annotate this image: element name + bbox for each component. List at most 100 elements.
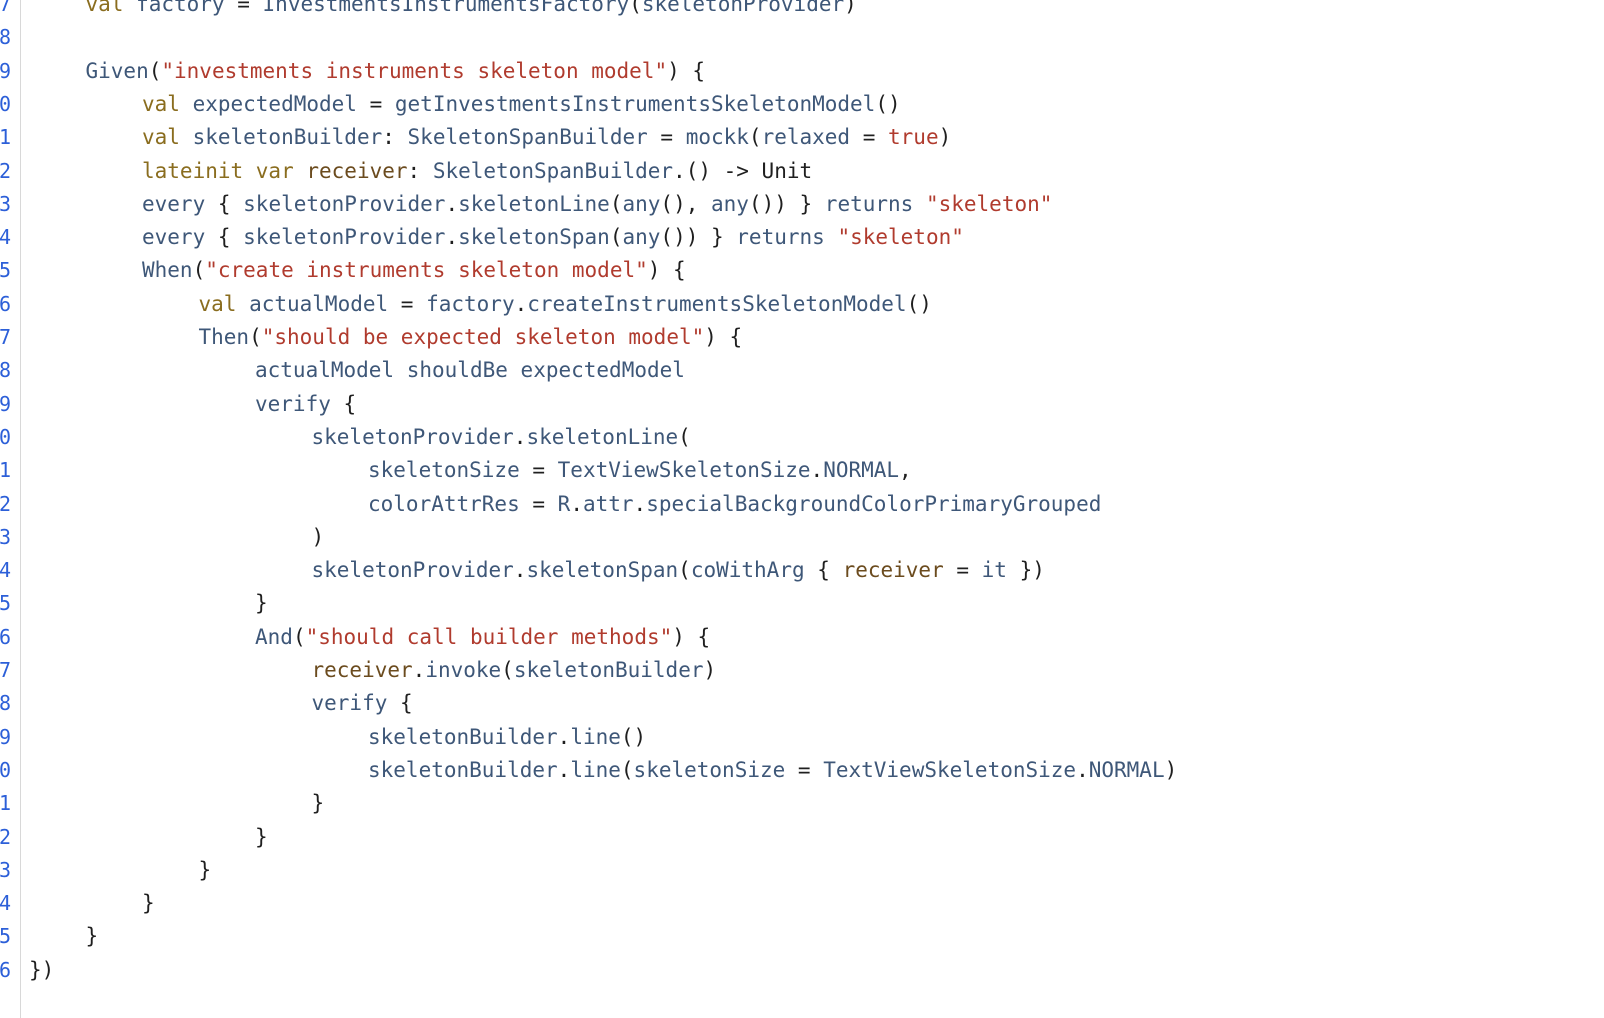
code-token: And	[255, 624, 293, 649]
code-token: every	[142, 225, 206, 250]
code-token: receiver	[306, 158, 408, 183]
code-token: createInstrumentsSkeletonModel	[527, 291, 907, 316]
code-token: }	[255, 591, 268, 616]
code-token: skeletonLine	[526, 424, 679, 449]
code-token: "skeleton"	[837, 225, 964, 250]
code-token: relaxed	[761, 125, 851, 150]
code-token: =	[647, 125, 686, 150]
code-token: ) {	[672, 624, 711, 649]
code-line[interactable]: val factory = InvestmentsInstrumentsFact…	[86, 0, 857, 21]
code-token: When	[142, 258, 193, 283]
code-token: line	[570, 757, 621, 782]
code-line[interactable]: }	[255, 821, 268, 854]
code-token: ()	[620, 724, 647, 749]
code-token: (),	[660, 191, 711, 216]
code-line[interactable]: }	[86, 920, 99, 953]
code-token: }	[142, 891, 155, 916]
code-token: (	[609, 191, 623, 216]
code-token: shouldBe	[406, 358, 508, 383]
code-line[interactable]: skeletonSize = TextViewSkeletonSize.NORM…	[368, 454, 912, 487]
code-token: actualModel	[249, 291, 389, 316]
line-number: 8	[0, 358, 11, 383]
code-token: lateinit var	[142, 158, 307, 183]
code-token: :	[407, 158, 433, 183]
code-token: })	[29, 957, 55, 982]
code-token	[825, 225, 838, 249]
code-line[interactable]: lateinit var receiver: SkeletonSpanBuild…	[142, 155, 812, 188]
code-line[interactable]: colorAttrRes = R.attr.specialBackgroundC…	[368, 488, 1101, 521]
code-line[interactable]: verify {	[255, 388, 356, 421]
code-token	[508, 358, 521, 382]
code-token: coWithArg	[690, 558, 805, 583]
code-line[interactable]: skeletonBuilder.line(skeletonSize = Text…	[368, 754, 1177, 787]
line-number: 3	[0, 524, 11, 549]
code-line[interactable]: val expectedModel = getInvestmentsInstru…	[142, 88, 901, 121]
code-line[interactable]: skeletonProvider.skeletonLine(	[312, 421, 691, 454]
code-token: skeletonProvider	[311, 558, 514, 583]
code-token: .	[445, 225, 459, 250]
code-line[interactable]: )	[312, 521, 325, 554]
code-token: val	[142, 125, 193, 150]
code-token: ) {	[647, 258, 686, 283]
code-token: {	[804, 558, 843, 583]
code-token: NORMAL	[823, 458, 900, 483]
code-token: every	[142, 191, 206, 216]
code-line[interactable]: When("create instruments skeleton model"…	[142, 254, 686, 287]
code-line[interactable]: val skeletonBuilder: SkeletonSpanBuilder…	[142, 121, 951, 154]
code-token: factory	[426, 291, 515, 316]
code-token: SkeletonSpanBuilder	[407, 125, 648, 150]
code-token: SkeletonSpanBuilder	[432, 158, 674, 183]
code-line[interactable]: verify {	[312, 687, 413, 720]
code-token: (	[192, 258, 206, 283]
line-number: 0	[0, 91, 11, 116]
code-line[interactable]: })	[29, 954, 54, 987]
code-line[interactable]: }	[312, 787, 325, 820]
code-token: getInvestmentsInstrumentsSkeletonModel	[394, 91, 876, 116]
code-token: (	[249, 325, 262, 349]
code-line[interactable]: Given("investments instruments skeleton …	[86, 55, 706, 88]
code-token: ()) }	[660, 225, 737, 250]
code-line[interactable]: skeletonBuilder.line()	[368, 721, 646, 754]
code-token: InvestmentsInstrumentsFactory	[262, 0, 630, 16]
code-token: attr	[582, 491, 634, 516]
code-token: =	[785, 757, 824, 782]
code-line[interactable]: }	[255, 587, 268, 620]
code-token: val	[142, 91, 193, 116]
code-line[interactable]: }	[142, 887, 155, 920]
line-number: 7	[0, 658, 11, 682]
code-line[interactable]: }	[199, 854, 212, 887]
code-token: "should call builder methods"	[305, 624, 673, 649]
code-line[interactable]: actualModel shouldBe expectedModel	[255, 354, 685, 387]
code-token: skeletonProvider	[641, 0, 845, 16]
code-line[interactable]: And("should call builder methods") {	[255, 621, 710, 654]
code-line[interactable]: every { skeletonProvider.skeletonLine(an…	[142, 188, 1052, 221]
code-area[interactable]: val factory = InvestmentsInstrumentsFact…	[29, 0, 1604, 1018]
code-token: skeletonSize	[368, 458, 520, 483]
code-token: skeletonProvider	[243, 225, 446, 250]
code-token: val	[198, 291, 250, 316]
code-token: "should be expected skeleton model"	[261, 325, 705, 349]
code-token: line	[570, 724, 621, 749]
code-token: receiver	[311, 658, 413, 682]
code-token: =	[388, 291, 427, 316]
code-line[interactable]: val actualModel = factory.createInstrume…	[199, 288, 932, 321]
code-token: =	[224, 0, 263, 16]
code-token: skeletonSpan	[526, 558, 679, 583]
code-token: .	[570, 491, 583, 516]
code-line[interactable]: receiver.invoke(skeletonBuilder)	[312, 654, 717, 687]
code-token: }	[198, 857, 212, 882]
code-token: .	[412, 658, 426, 682]
code-token: =	[850, 125, 889, 150]
code-line[interactable]: Then("should be expected skeleton model"…	[199, 321, 743, 354]
code-token: :	[382, 125, 408, 150]
code-token: .	[445, 191, 459, 216]
code-line[interactable]: skeletonProvider.skeletonSpan(coWithArg …	[312, 554, 1045, 587]
code-token: =	[943, 558, 982, 583]
code-token: (	[678, 558, 691, 583]
code-token: TextViewSkeletonSize	[823, 757, 1077, 782]
code-token: .	[810, 458, 824, 483]
code-line[interactable]: every { skeletonProvider.skeletonSpan(an…	[142, 221, 964, 254]
code-token: ) {	[667, 58, 706, 83]
code-token: {	[387, 691, 413, 716]
